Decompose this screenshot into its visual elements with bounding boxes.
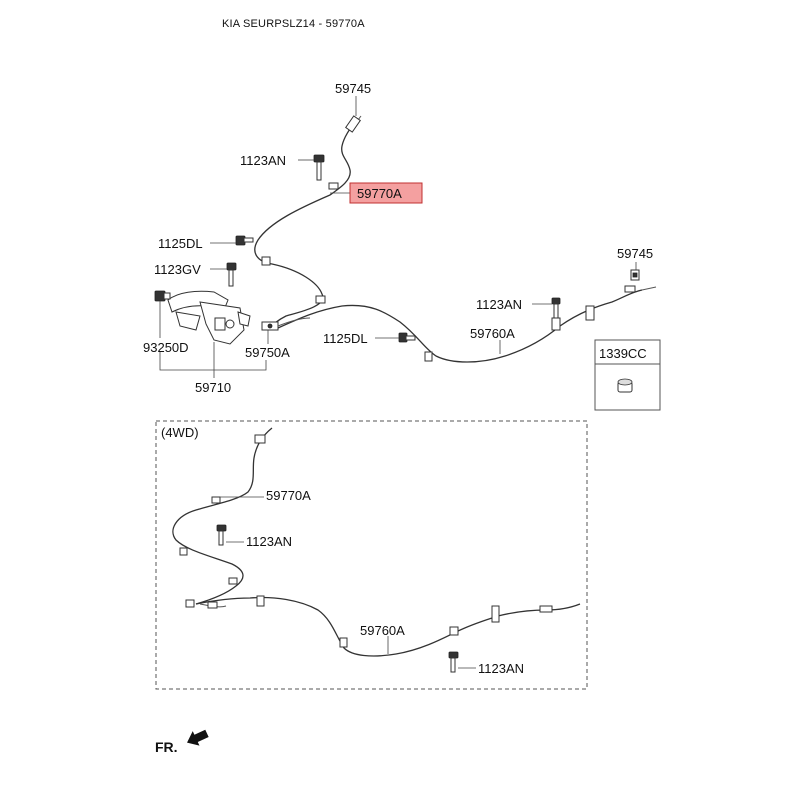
label-1123gv: 1123GV bbox=[154, 262, 201, 277]
highlight-box bbox=[349, 182, 423, 204]
cable-clip bbox=[211, 496, 221, 504]
4wd-front-cable-59770a[interactable] bbox=[172, 427, 273, 605]
4wd-rear-cable-59760a[interactable] bbox=[195, 596, 581, 657]
label-1123an-top: 1123AN bbox=[240, 153, 286, 168]
switch-93250d bbox=[154, 290, 171, 302]
label-59745-top: 59745 bbox=[335, 81, 371, 96]
bolt-icon bbox=[235, 235, 254, 246]
label-1123an-right: 1123AN bbox=[476, 297, 522, 312]
cable-clip bbox=[424, 351, 433, 362]
cable-bracket bbox=[585, 305, 595, 321]
label-59760a-4wd: 59760A bbox=[360, 623, 405, 638]
diagram-title: KIA SEURPSLZ14 - 59770A bbox=[222, 18, 365, 30]
cable-clip bbox=[339, 637, 348, 648]
label-59750a: 59750A bbox=[245, 345, 290, 360]
cable-bracket bbox=[491, 605, 500, 623]
bolt-icon bbox=[313, 154, 325, 181]
label-59745-right: 59745 bbox=[617, 246, 653, 261]
label-59710: 59710 bbox=[195, 380, 231, 395]
label-1125dl-left: 1125DL bbox=[158, 236, 203, 251]
cable-end-fitting bbox=[185, 599, 195, 608]
lever-icon bbox=[167, 290, 251, 345]
cable-clip bbox=[207, 601, 218, 609]
cable-end-fitting bbox=[624, 285, 636, 293]
label-fr: FR. bbox=[155, 739, 178, 755]
cable-clip bbox=[261, 256, 271, 266]
rear-cable-59760a[interactable] bbox=[277, 289, 643, 363]
cable-end-fitting bbox=[345, 115, 361, 133]
bolt-icon bbox=[226, 262, 237, 287]
label-59770a-4wd: 59770A bbox=[266, 488, 311, 503]
bolt-icon bbox=[216, 524, 227, 546]
bolt-icon bbox=[448, 651, 459, 673]
nut-part-box bbox=[594, 339, 661, 411]
nut-icon bbox=[617, 378, 633, 393]
equalizer-59750a bbox=[261, 321, 279, 331]
cable-bracket bbox=[256, 595, 265, 607]
bolt-icon bbox=[551, 297, 561, 319]
label-93250d: 93250D bbox=[143, 340, 189, 355]
cable-clip bbox=[179, 547, 188, 556]
clip-icon bbox=[630, 269, 640, 281]
label-1123an-4wd-b: 1123AN bbox=[478, 661, 524, 676]
label-59760a-main: 59760A bbox=[470, 326, 515, 341]
cable-clip bbox=[228, 577, 238, 585]
label-1125dl-mid: 1125DL bbox=[323, 331, 368, 346]
label-4wd: (4WD) bbox=[161, 425, 199, 440]
cable-clip bbox=[328, 182, 339, 190]
label-59770a-main[interactable]: 59770A bbox=[357, 186, 402, 201]
cable-bracket bbox=[551, 317, 561, 331]
bolt-icon bbox=[398, 332, 416, 343]
front-cable-59770a[interactable] bbox=[254, 118, 358, 331]
cable-end-fitting bbox=[539, 605, 553, 613]
cable-clip bbox=[449, 626, 459, 636]
4wd-dashed-box bbox=[155, 420, 588, 690]
label-1339cc: 1339CC bbox=[599, 346, 647, 361]
cable-end-fitting bbox=[254, 434, 266, 444]
cable-clip bbox=[315, 295, 326, 304]
arrow-icon bbox=[187, 729, 209, 746]
label-1123an-4wd-a: 1123AN bbox=[246, 534, 292, 549]
